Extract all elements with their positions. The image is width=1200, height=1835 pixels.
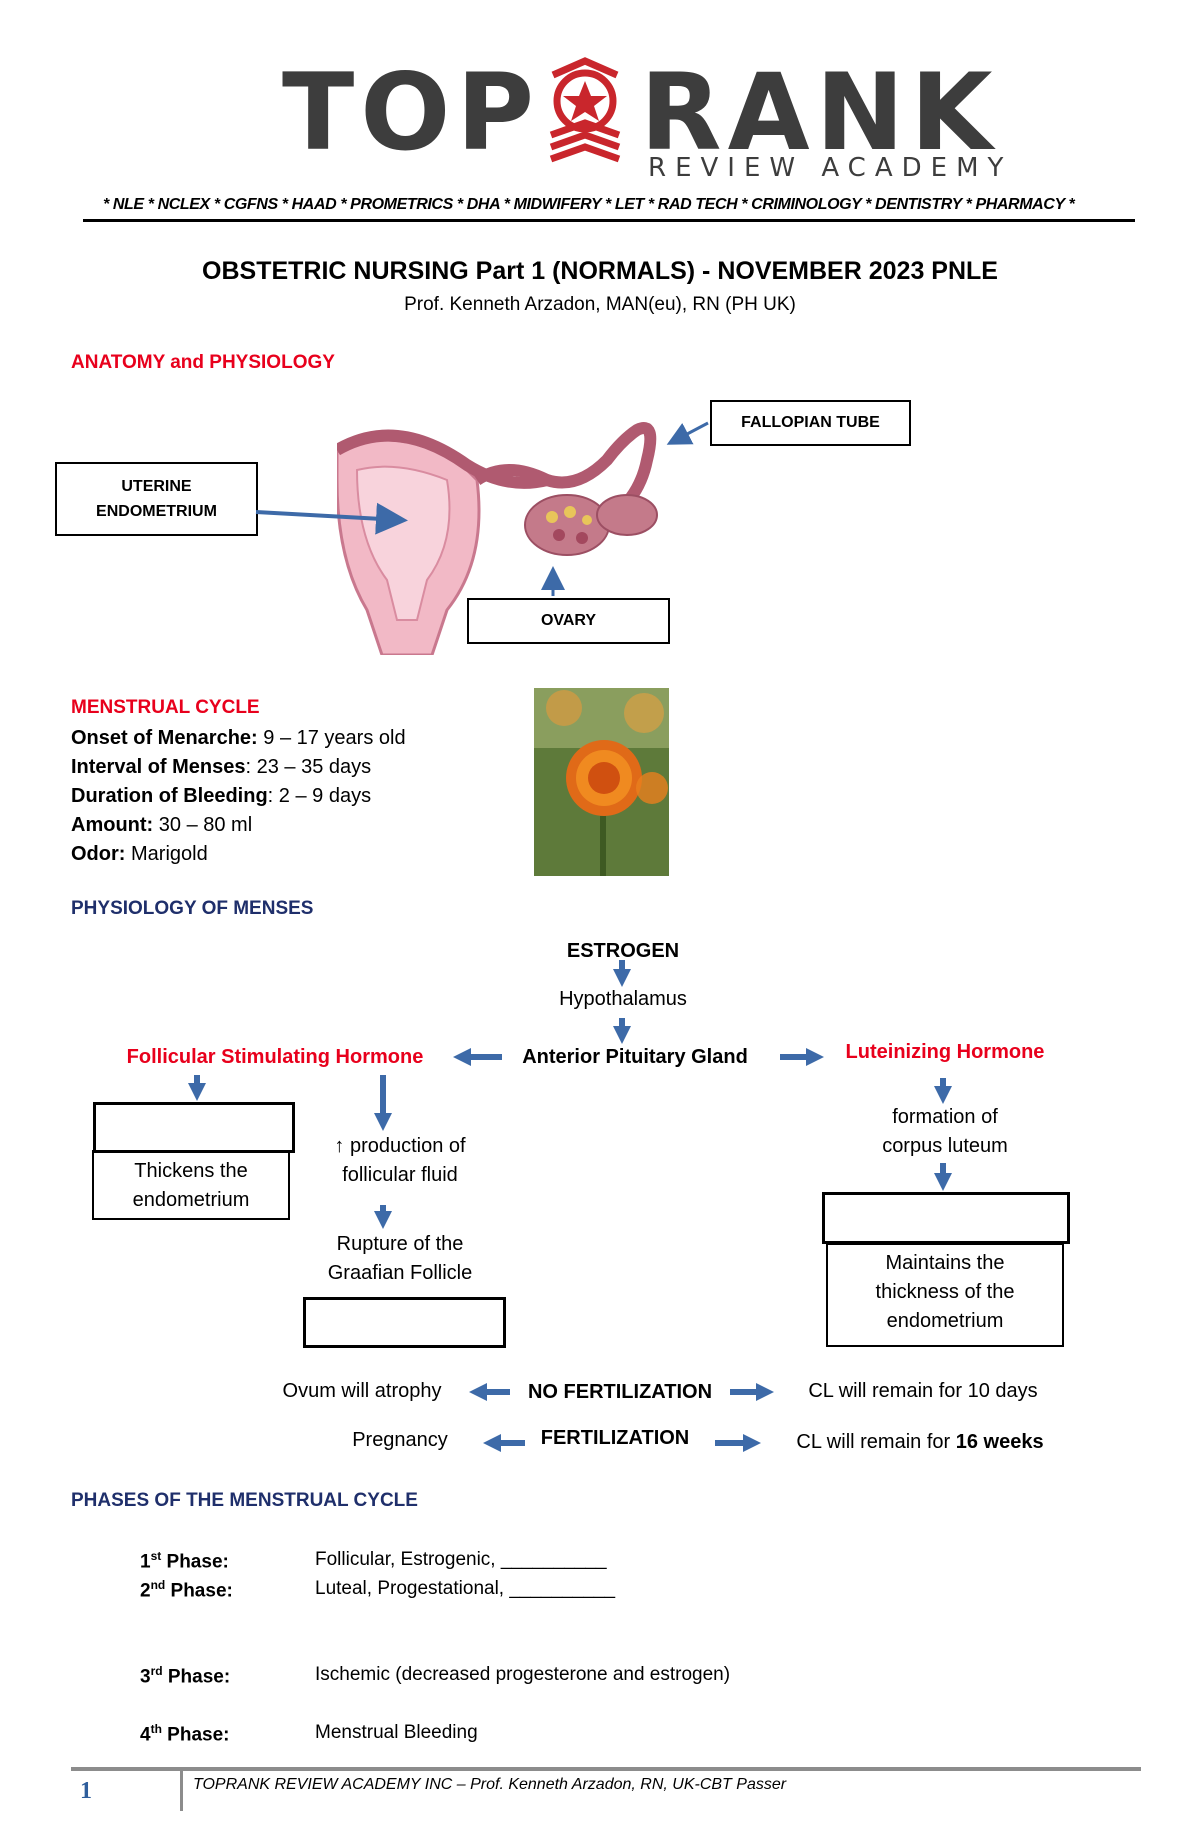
footer-divider: [180, 1771, 183, 1811]
production-line1: ↑ production of: [334, 1135, 466, 1157]
label-fallopian-tube: FALLOPIAN TUBE: [710, 400, 911, 446]
phase-num: 3: [140, 1666, 151, 1688]
phases-heading: PHASES OF THE MENSTRUAL CYCLE: [71, 1490, 418, 1511]
label-ovary: OVARY: [467, 598, 670, 644]
logo-word-rank: RANK: [640, 51, 999, 174]
node-ovum-atrophy: Ovum will atrophy: [282, 1380, 442, 1402]
document-title: OBSTETRIC NURSING Part 1 (NORMALS) - NOV…: [202, 257, 998, 285]
fact-duration: Duration of Bleeding: 2 – 9 days: [71, 782, 406, 811]
node-thickens: Thickens the endometrium: [92, 1150, 290, 1220]
cl16-bold: 16 weeks: [955, 1431, 1044, 1453]
node-fertilization: FERTILIZATION: [540, 1427, 690, 1449]
page-number: 1: [80, 1778, 92, 1804]
maintains-line3: endometrium: [886, 1310, 1004, 1332]
fact-amount: Amount: 30 – 80 ml: [71, 811, 406, 840]
footer-text: TOPRANK REVIEW ACADEMY INC – Prof. Kenne…: [193, 1776, 787, 1793]
node-pregnancy: Pregnancy: [352, 1429, 448, 1451]
menstrual-facts: Onset of Menarche: 9 – 17 years old Inte…: [71, 724, 406, 869]
fact-interval: Interval of Menses: 23 – 35 days: [71, 753, 406, 782]
logo-subtitle: REVIEW ACADEMY: [648, 153, 1013, 183]
arrow-to-fallopian: [666, 421, 709, 445]
node-production: ↑ production of follicular fluid: [300, 1132, 500, 1190]
fact-value: : 2 – 9 days: [267, 785, 372, 807]
fact-value: 9 – 17 years old: [257, 727, 406, 749]
fact-key: Odor:: [71, 843, 126, 865]
formation-line1: formation of: [892, 1106, 998, 1128]
phase-num: 1: [140, 1551, 151, 1573]
node-hypothalamus: Hypothalamus: [559, 988, 687, 1010]
phase-row-1: 1st Phase: Follicular, Estrogenic, _____…: [140, 1549, 1040, 1573]
marigold-photo: [534, 688, 669, 876]
node-lh: Luteinizing Hormone: [845, 1041, 1045, 1063]
fact-key: Amount:: [71, 814, 154, 836]
anatomy-heading: ANATOMY and PHYSIOLOGY: [71, 352, 335, 373]
phase-sup: nd: [150, 1578, 166, 1592]
thickens-line1: Thickens the: [134, 1160, 248, 1182]
phase-sup: rd: [150, 1664, 163, 1678]
phase-sup: th: [150, 1722, 162, 1736]
node-estrogen: ESTROGEN: [566, 940, 680, 962]
fact-value: : 23 – 35 days: [245, 756, 372, 778]
node-pituitary: Anterior Pituitary Gland: [522, 1046, 748, 1068]
label-fallopian-text: FALLOPIAN TUBE: [741, 414, 880, 431]
node-rupture: Rupture of the Graafian Follicle: [300, 1230, 500, 1288]
fact-key: Interval of Menses: [71, 756, 246, 778]
node-cl-10-days: CL will remain for 10 days: [808, 1380, 1038, 1402]
blank-box-lh[interactable]: [822, 1192, 1070, 1244]
rupture-line2: Graafian Follicle: [327, 1262, 473, 1284]
phase-desc: Menstrual Bleeding: [315, 1722, 478, 1743]
production-line2: follicular fluid: [342, 1164, 458, 1186]
phase-label: Phase:: [161, 1551, 229, 1573]
phase-desc: Follicular, Estrogenic, __________: [315, 1549, 607, 1570]
physiology-heading: PHYSIOLOGY OF MENSES: [71, 898, 314, 919]
label-ovary-text: OVARY: [540, 612, 597, 629]
fact-odor: Odor: Marigold: [71, 840, 406, 869]
maintains-line2: thickness of the: [875, 1281, 1015, 1303]
header-rule: [83, 219, 1135, 222]
flow-arrows: [188, 960, 952, 1452]
node-cl-16-weeks: CL will remain for 16 weeks: [770, 1428, 1070, 1457]
fact-value: Marigold: [125, 843, 208, 865]
logo-star-emblem: [545, 55, 625, 165]
cl16-text: CL will remain for: [796, 1431, 956, 1453]
phase-row-3: 3rd Phase: Ischemic (decreased progester…: [140, 1664, 1040, 1688]
formation-line2: corpus luteum: [882, 1135, 1008, 1157]
node-maintains: Maintains the thickness of the endometri…: [826, 1243, 1064, 1347]
phase-row-2: 2nd Phase: Luteal, Progestational, _____…: [140, 1578, 1040, 1602]
fact-key: Duration of Bleeding: [71, 785, 268, 807]
phase-num: 2: [140, 1580, 151, 1602]
footer-rule: [71, 1767, 1141, 1771]
phase-desc: Luteal, Progestational, __________: [315, 1578, 616, 1599]
arrow-to-endometrium: [255, 502, 408, 535]
anatomy-pointer-arrows: [255, 421, 709, 596]
rupture-line1: Rupture of the: [336, 1233, 464, 1255]
exam-list: * NLE * NCLEX * CGFNS * HAAD * PROMETRIC…: [103, 196, 1075, 213]
node-formation: formation of corpus luteum: [840, 1103, 1050, 1161]
fact-menarche: Onset of Menarche: 9 – 17 years old: [71, 724, 406, 753]
label-uterine-endometrium: UTERINE ENDOMETRIUM: [55, 462, 258, 536]
fact-key: Onset of Menarche:: [71, 727, 258, 749]
blank-box-rupture[interactable]: [303, 1297, 506, 1348]
phase-desc: Ischemic (decreased progesterone and est…: [315, 1664, 731, 1685]
node-fsh: Follicular Stimulating Hormone: [126, 1046, 424, 1068]
author-line: Prof. Kenneth Arzadon, MAN(eu), RN (PH U…: [404, 294, 796, 315]
phase-num: 4: [140, 1724, 151, 1746]
phase-sup: st: [150, 1549, 162, 1563]
phase-label: Phase:: [165, 1580, 233, 1602]
fact-value: 30 – 80 ml: [153, 814, 253, 836]
thickens-line2: endometrium: [132, 1189, 250, 1211]
menstrual-heading: MENSTRUAL CYCLE: [71, 697, 260, 718]
node-no-fertilization: NO FERTILIZATION: [527, 1381, 713, 1403]
phase-label: Phase:: [162, 1666, 231, 1688]
label-endometrium-line2: ENDOMETRIUM: [96, 503, 217, 520]
maintains-line1: Maintains the: [885, 1252, 1005, 1274]
phase-label: Phase:: [161, 1724, 230, 1746]
logo-word-top: TOP: [282, 51, 541, 174]
phase-row-4: 4th Phase: Menstrual Bleeding: [140, 1722, 1040, 1746]
label-endometrium-line1: UTERINE: [121, 478, 192, 495]
